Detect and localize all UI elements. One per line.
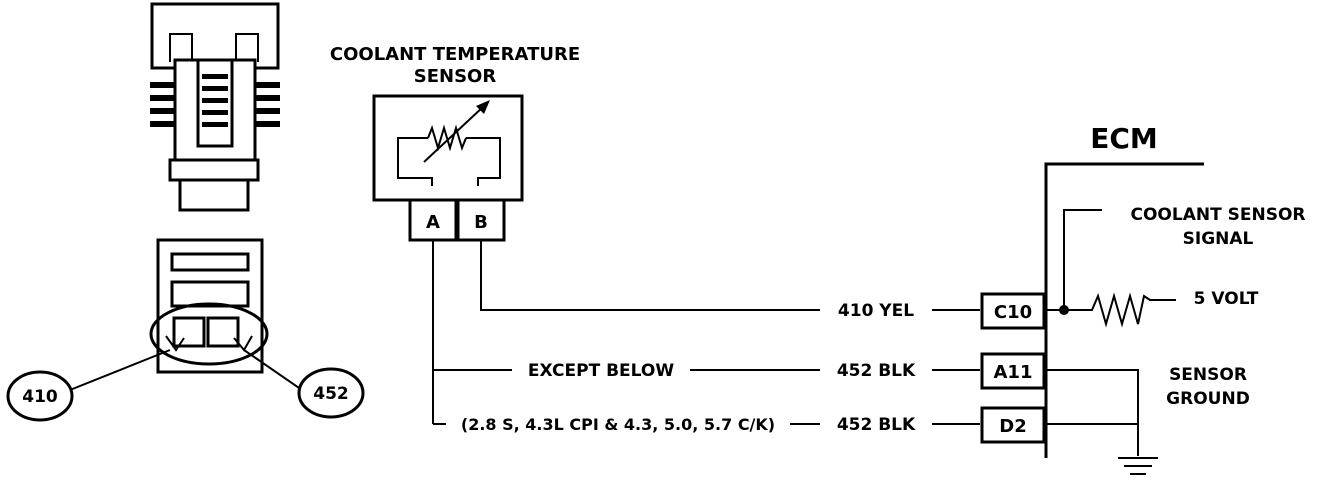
sensor-ground-line2: GROUND xyxy=(1166,389,1250,409)
thermistor-icon xyxy=(427,124,467,152)
sensor-body: A B xyxy=(372,94,524,242)
wire-ground-engines: (2.8 S, 4.3L CPI & 4.3, 5.0, 5.7 C/K) 45… xyxy=(433,415,980,435)
ecm-pin-a11-label: A11 xyxy=(994,362,1033,383)
wire-410-yel-label: 410 YEL xyxy=(838,301,914,321)
sensor-title-line2: SENSOR xyxy=(414,66,497,87)
wire-452-blk-label-1: 452 BLK xyxy=(837,361,916,381)
ecm-pin-a11 xyxy=(980,352,1046,390)
ecm-signal-circuit: COOLANT SENSOR SIGNAL 5 VOLT xyxy=(1044,205,1306,328)
coolant-signal-line2: SIGNAL xyxy=(1183,229,1254,249)
sensor-pin-b-label: B xyxy=(474,212,488,233)
wire-452-blk-label-2: 452 BLK xyxy=(837,415,916,435)
sensor-title-line1: COOLANT TEMPERATURE xyxy=(330,44,580,65)
ecm-block: C10 A11 D2 xyxy=(980,162,1204,458)
pullup-resistor-icon xyxy=(1064,292,1176,328)
coolant-signal-line1: COOLANT SENSOR xyxy=(1131,205,1306,225)
connector-side-view xyxy=(150,2,280,212)
sensor-pin-a-label: A xyxy=(426,212,440,233)
callout-452-label: 452 xyxy=(313,384,349,404)
five-volt-label: 5 VOLT xyxy=(1194,289,1259,309)
ecm-title: ECM xyxy=(1090,122,1158,155)
ecm-pin-c10 xyxy=(980,292,1046,330)
connector-face-view xyxy=(149,238,269,374)
except-below-label: EXCEPT BELOW xyxy=(528,361,674,381)
callout-410: 410 xyxy=(6,349,171,422)
callout-452: 452 xyxy=(243,349,365,419)
wire-ground-except: EXCEPT BELOW 452 BLK xyxy=(432,240,980,424)
ecm-pin-c10-label: C10 xyxy=(994,302,1032,323)
sensor-ground-line1: SENSOR xyxy=(1169,365,1247,385)
callout-410-label: 410 xyxy=(22,387,58,407)
ecm-pin-d2-label: D2 xyxy=(999,416,1026,437)
sensor-pin-a xyxy=(408,198,458,242)
wire-signal: 410 YEL xyxy=(480,240,980,321)
engine-note-label: (2.8 S, 4.3L CPI & 4.3, 5.0, 5.7 C/K) xyxy=(461,415,775,434)
ecm-ground-circuit: SENSOR GROUND xyxy=(1044,365,1250,475)
